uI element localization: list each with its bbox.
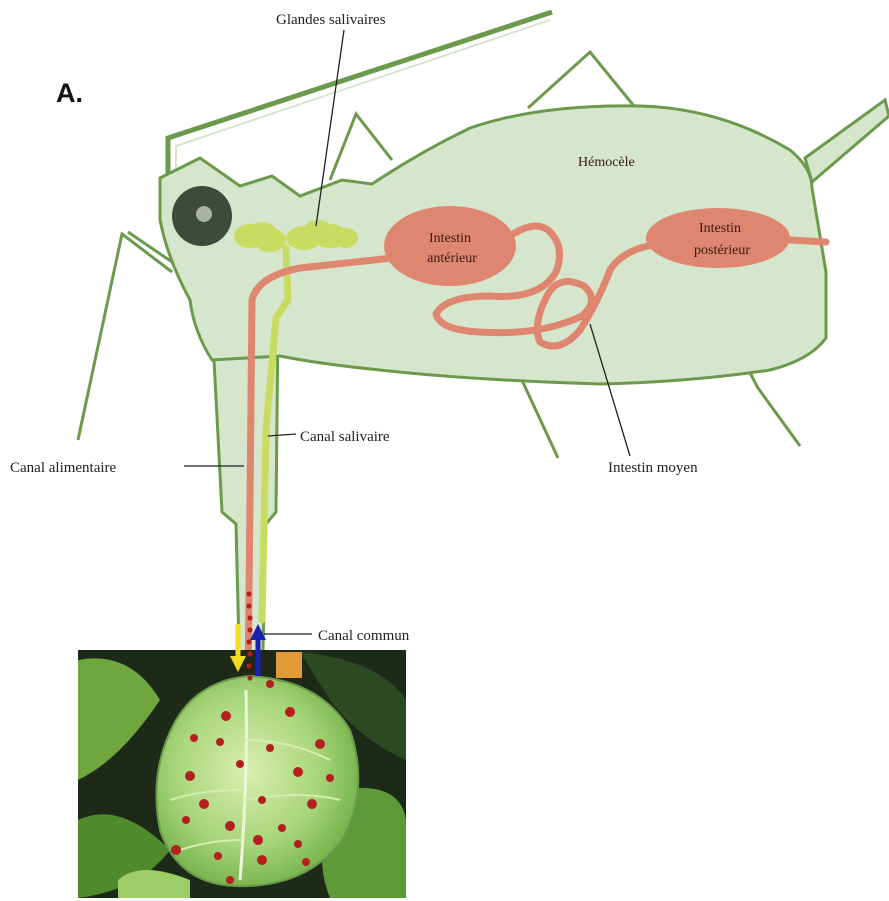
hindgut-tube [790, 240, 826, 242]
label-salivary-glands: Glandes salivaires [276, 12, 386, 28]
hindgut-label-line1: Intestin [699, 221, 741, 236]
eye-highlight [196, 206, 212, 222]
panel-label: A. [56, 78, 83, 108]
foregut [384, 206, 516, 286]
hindgut-label-line2: postérieur [694, 243, 750, 258]
label-midgut: Intestin moyen [608, 460, 698, 476]
label-food-canal: Canal alimentaire [10, 460, 117, 476]
label-salivary-canal: Canal salivaire [300, 429, 390, 445]
foregut-label-line1: Intestin [429, 231, 471, 246]
foregut-label-line2: antérieur [427, 251, 477, 266]
label-common-canal: Canal commun [318, 628, 410, 644]
cornicle [805, 100, 889, 182]
leaf-photo [78, 650, 406, 898]
hemocoel-label: Hémocèle [578, 155, 635, 170]
hindgut [646, 208, 790, 268]
